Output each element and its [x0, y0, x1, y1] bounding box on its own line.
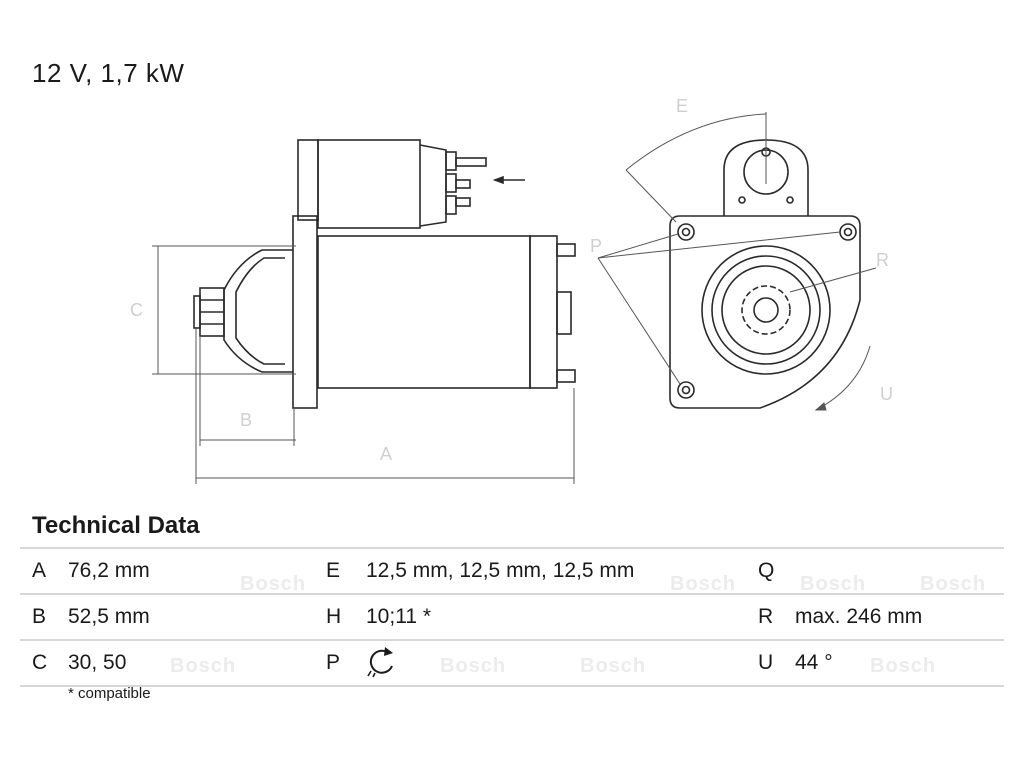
- table-row: A 76,2 mm E 12,5 mm, 12,5 mm, 12,5 mm Q: [20, 547, 1004, 593]
- dim-label-r: R: [876, 250, 889, 270]
- pinion-front: [741, 285, 791, 335]
- section-title: Technical Data: [32, 512, 200, 539]
- value-e: 12,5 mm, 12,5 mm, 12,5 mm: [366, 559, 635, 582]
- dim-label-b: B: [240, 410, 252, 430]
- key-u: U: [758, 651, 774, 674]
- clockwise-rotation-icon: [367, 647, 393, 678]
- technical-data-table: Bosch Bosch Bosch Bosch Bosch Bosch Bosc…: [20, 547, 1004, 687]
- dim-label-p: P: [590, 236, 602, 256]
- key-c: C: [32, 651, 48, 674]
- value-c: 30, 50: [68, 651, 127, 674]
- dim-label-a: A: [380, 444, 392, 464]
- key-r: R: [758, 605, 774, 628]
- key-h: H: [326, 605, 342, 628]
- value-u: 44 °: [795, 651, 833, 674]
- dim-label-e: E: [676, 96, 688, 116]
- key-b: B: [32, 605, 47, 628]
- value-r: max. 246 mm: [795, 605, 923, 628]
- key-q: Q: [758, 559, 775, 582]
- motor-body: [317, 235, 531, 389]
- nose-housing: [223, 249, 293, 373]
- value-h: 10;11 *: [366, 605, 431, 628]
- table-row: B 52,5 mm H 10;11 * R max. 246 mm: [20, 593, 1004, 639]
- dim-label-c: C: [130, 300, 143, 320]
- value-b: 52,5 mm: [68, 605, 150, 628]
- value-a: 76,2 mm: [68, 559, 150, 582]
- starter-motor-drawing: A B C E P R U: [130, 96, 893, 484]
- key-a: A: [32, 559, 47, 582]
- key-p: P: [326, 651, 341, 674]
- front-housing: [669, 215, 861, 409]
- page-title: 12 V, 1,7 kW: [32, 58, 185, 88]
- footnote: * compatible: [68, 685, 151, 702]
- key-e: E: [326, 559, 341, 582]
- table-row: C 30, 50 P U 44 °: [20, 639, 1004, 687]
- mounting-flange: [292, 215, 318, 409]
- solenoid: [317, 139, 421, 229]
- dim-label-u: U: [880, 384, 893, 404]
